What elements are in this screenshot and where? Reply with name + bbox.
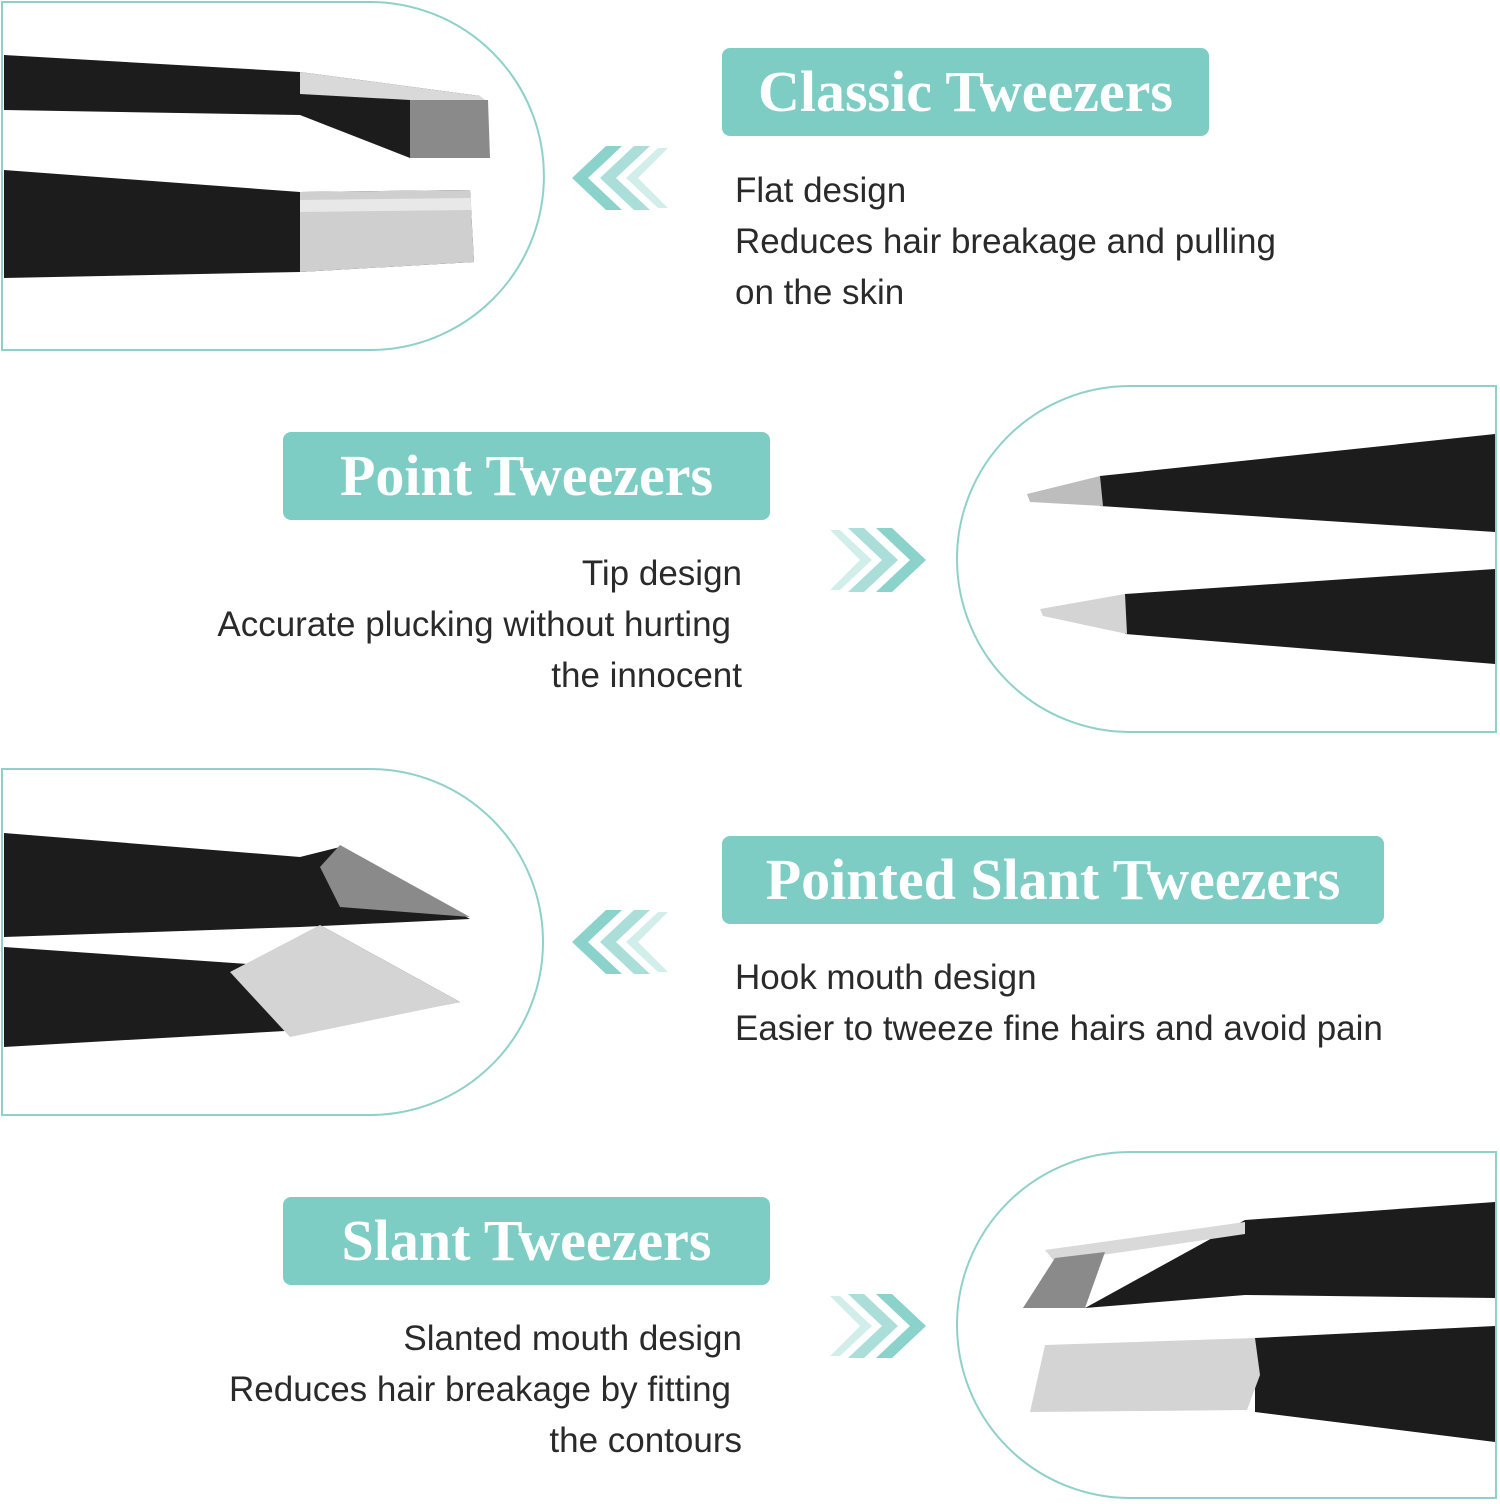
- classic-tweezers-image: [0, 0, 545, 354]
- description-line: Flat design: [735, 171, 907, 210]
- double-chevron-right-icon: [828, 1286, 928, 1366]
- double-chevron-right-icon: [828, 520, 928, 600]
- slant-tweezers-image: [955, 1150, 1500, 1502]
- description-line: Tip design: [581, 554, 742, 593]
- description-line: Accurate plucking without hurting: [217, 605, 731, 644]
- pointed-slant-tweezers-title: Pointed Slant Tweezers: [722, 836, 1384, 924]
- point-tweezers-description: Tip design Accurate plucking without hur…: [100, 548, 742, 701]
- classic-tweezers-title: Classic Tweezers: [722, 48, 1209, 136]
- double-chevron-left-icon: [570, 138, 670, 218]
- point-tweezers-image: [955, 384, 1500, 736]
- description-line: Reduces hair breakage by fitting: [229, 1370, 731, 1409]
- description-line: Hook mouth design: [735, 958, 1037, 997]
- slant-tweezers-title: Slant Tweezers: [283, 1197, 770, 1285]
- description-line: Slanted mouth design: [403, 1319, 742, 1358]
- description-line: the contours: [549, 1421, 742, 1460]
- description-line: Reduces hair breakage and pulling: [735, 222, 1276, 261]
- description-line: the innocent: [551, 656, 742, 695]
- pointed-slant-tweezers-description: Hook mouth design Easier to tweeze fine …: [735, 952, 1383, 1054]
- double-chevron-left-icon: [570, 902, 670, 982]
- slant-tweezers-description: Slanted mouth design Reduces hair breaka…: [100, 1313, 742, 1466]
- point-tweezers-title: Point Tweezers: [283, 432, 770, 520]
- description-line: Easier to tweeze fine hairs and avoid pa…: [735, 1009, 1383, 1048]
- pointed-slant-tweezers-image: [0, 767, 545, 1119]
- description-line: on the skin: [735, 273, 905, 312]
- classic-tweezers-description: Flat design Reduces hair breakage and pu…: [735, 165, 1276, 318]
